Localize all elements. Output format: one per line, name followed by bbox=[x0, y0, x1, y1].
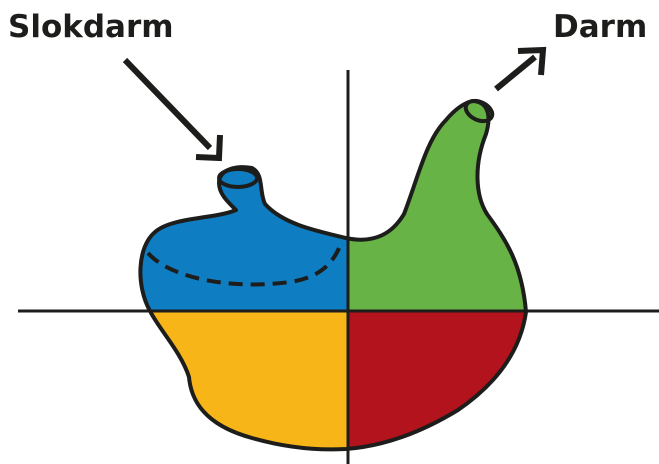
dashed-inner-line bbox=[146, 245, 342, 287]
arrow-up-right-icon bbox=[494, 46, 547, 92]
lower-right-quadrant bbox=[348, 312, 526, 450]
label-darm: Darm bbox=[553, 9, 648, 45]
stomach-outline bbox=[138, 99, 528, 452]
label-slokdarm: Slokdarm bbox=[8, 9, 174, 45]
arrow-down-right-icon bbox=[122, 57, 223, 162]
upper-left-quadrant bbox=[140, 101, 348, 312]
lower-left-quadrant bbox=[140, 312, 348, 450]
upper-right-quadrant bbox=[348, 101, 526, 312]
